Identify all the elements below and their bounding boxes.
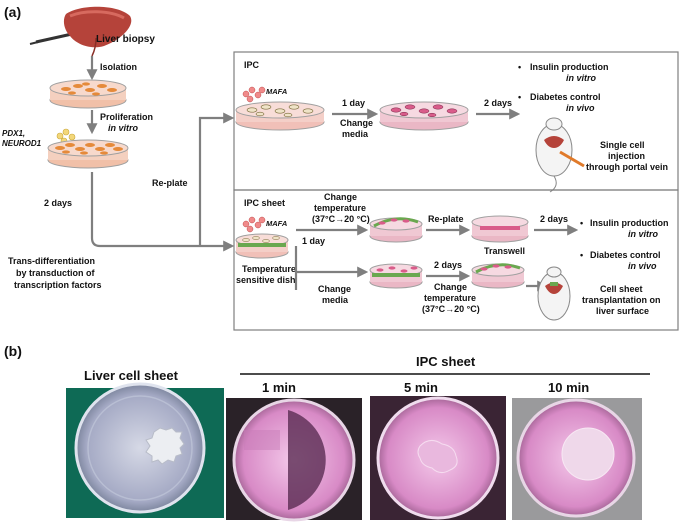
ipc-dish-1 <box>235 101 325 131</box>
neurod1-label: NEUROD1 <box>2 139 42 148</box>
time-1min: 1 min <box>262 380 296 395</box>
photo-ipc-10min <box>512 398 642 520</box>
photo-ipc-5min <box>370 396 506 520</box>
ipc-title: IPC <box>244 60 260 70</box>
ipc-injection-1: Single cell <box>600 140 645 150</box>
ipc-one-day: 1 day <box>342 98 365 108</box>
sheet-mafa-virus-icon <box>242 216 266 233</box>
proliferation-label: Proliferation <box>100 112 153 122</box>
temperature-dish <box>235 233 289 259</box>
panel-a-label: (a) <box>4 4 21 20</box>
transwell-label: Transwell <box>484 246 525 256</box>
sheet-diabetes: Diabetes control <box>590 250 661 260</box>
mouse-injection-icon <box>535 117 585 193</box>
sheet-two-days-b: 2 days <box>434 260 462 270</box>
ipc-two-days: 2 days <box>484 98 512 108</box>
dish-proliferated-cells <box>47 139 129 169</box>
ipc-sheet-box <box>233 189 679 331</box>
sheet-change-media-1: Change <box>318 284 351 294</box>
sheet-diabetes-italic: in vivo <box>628 261 657 271</box>
photo-liver-cell-sheet <box>66 382 224 518</box>
sheet-insulin-italic: in vitro <box>628 229 659 239</box>
replate-label: Re-plate <box>152 178 188 188</box>
sheet-change-temp-b-2: temperature <box>424 293 476 303</box>
time-10min: 10 min <box>548 380 589 395</box>
ipc-sheet-header: IPC sheet <box>416 354 476 369</box>
panel-b-label: (b) <box>4 343 22 359</box>
sheet-mafa-label: MAFA <box>266 219 287 228</box>
mafa-virus-icon <box>242 86 266 103</box>
liver-icon <box>63 6 132 57</box>
sheet-change-media-2: media <box>322 295 349 305</box>
time-5min: 5 min <box>404 380 438 395</box>
ipc-change-media-2: media <box>342 129 369 139</box>
ipc-dish-2 <box>379 101 469 131</box>
bullet-3: • <box>580 218 583 228</box>
bullet-2: • <box>518 92 521 102</box>
ipc-diabetes: Diabetes control <box>530 92 601 102</box>
sheet-change-temp-3: (37°C→20 °C) <box>312 214 370 224</box>
ipc-change-media-1: Change <box>340 118 373 128</box>
sheet-transplant-1: Cell sheet <box>600 284 643 294</box>
ipc-insulin: Insulin production <box>530 62 609 72</box>
mouse-transplant-icon <box>537 266 571 321</box>
sheet-transplant-2: transplantation on <box>582 295 661 305</box>
sheet-two-days: 2 days <box>540 214 568 224</box>
ipc-insulin-italic: in vitro <box>566 73 597 83</box>
sheet-replate: Re-plate <box>428 214 464 224</box>
bullet-1: • <box>518 62 521 72</box>
ipc-diabetes-italic: in vivo <box>566 103 595 113</box>
liver-biopsy-label: Liver biopsy <box>96 34 155 45</box>
dish-label-2: sensitive dish <box>236 275 296 285</box>
isolation-label: Isolation <box>100 62 137 72</box>
sheet-change-temp-b-1: Change <box>434 282 467 292</box>
sheet-change-temp-b-3: (37°C→20 °C) <box>422 304 480 314</box>
proliferation-italic: in vitro <box>108 123 139 133</box>
ipc-sheet-title: IPC sheet <box>244 198 285 208</box>
sheet-one-day: 1 day <box>302 236 325 246</box>
arrow-main-flow <box>90 172 235 252</box>
dish-isolated-cells <box>49 79 127 109</box>
transdiff-line-2: by transduction of <box>16 268 96 278</box>
sheet-dish-top <box>369 217 423 243</box>
sheet-dish-bottom-2 <box>471 263 525 289</box>
two-days-label: 2 days <box>44 198 72 208</box>
bullet-4: • <box>580 250 583 260</box>
sheet-insulin: Insulin production <box>590 218 669 228</box>
sheet-dish-bottom-1 <box>369 263 423 289</box>
transwell-icon <box>471 215 529 243</box>
ipc-injection-2: injection <box>608 151 645 161</box>
liver-sheet-label: Liver cell sheet <box>84 368 179 383</box>
ipc-injection-3: through portal vein <box>586 162 668 172</box>
transdiff-line-3: transcription factors <box>14 280 102 290</box>
photo-ipc-1min <box>226 398 362 522</box>
pdx1-label: PDX1, <box>2 129 25 138</box>
arrow-replate-ipc <box>198 112 235 246</box>
dish-label-1: Temperature <box>242 264 296 274</box>
transdiff-line-1: Trans-differentiation <box>8 256 95 266</box>
sheet-change-temp-1: Change <box>324 192 357 202</box>
sheet-change-temp-2: temperature <box>314 203 366 213</box>
ipc-mafa-label: MAFA <box>266 87 287 96</box>
sheet-transplant-3: liver surface <box>596 306 649 316</box>
